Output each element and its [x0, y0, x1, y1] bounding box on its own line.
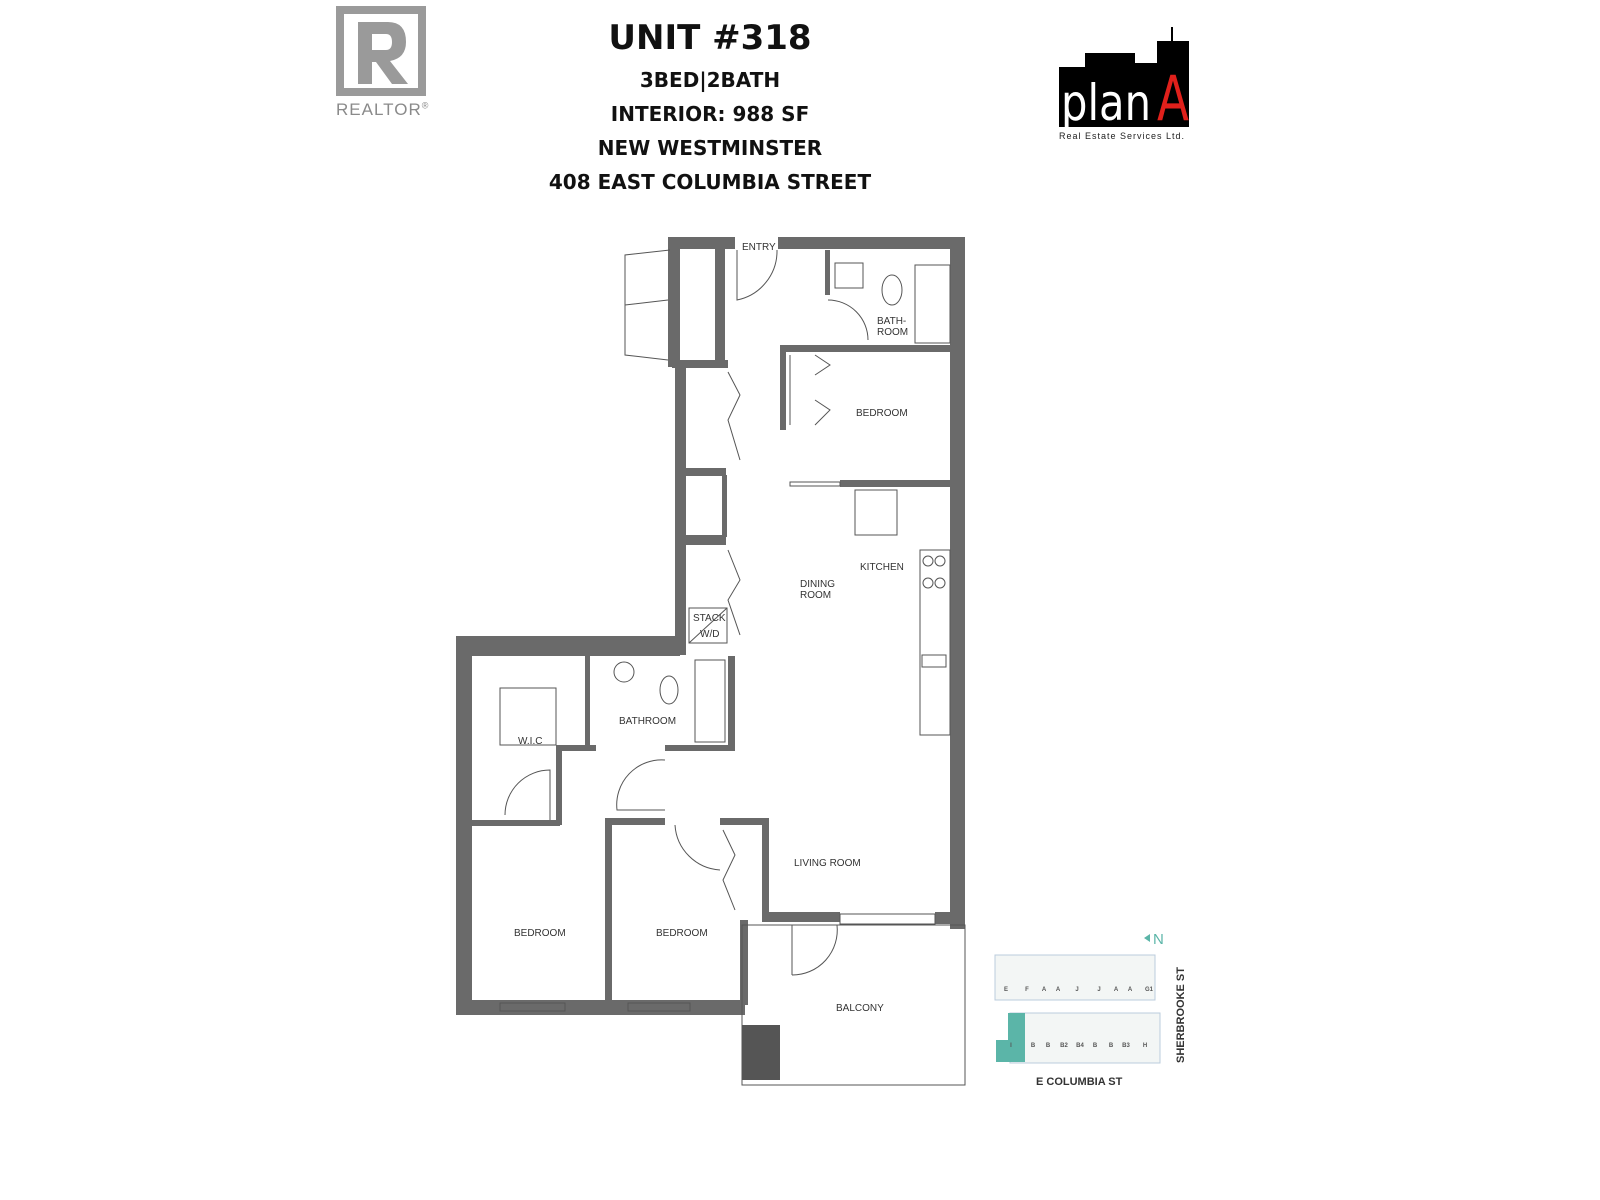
key-plan: N E F A A J J A A G1I B B B2 B4 B B B3 H E COLUMBIA ST S… [994, 931, 1187, 1088]
label-bedroom-3: BEDROOM [656, 928, 708, 939]
bed-bath: 3BED|2BATH [639, 68, 781, 92]
key-plan-unit: A [1042, 987, 1047, 993]
key-plan-unit: J [1097, 987, 1100, 993]
address: 408 EAST COLUMBIA STREET [548, 170, 872, 194]
realtor-mark: ® [421, 100, 430, 111]
label-bath-top-1: BATH- [877, 316, 906, 327]
north-label: N [1153, 931, 1164, 948]
room-labels: ENTRY BATH- ROOM BEDROOM KITCHEN DINING … [514, 242, 908, 1014]
label-entry: ENTRY [742, 242, 776, 253]
key-plan-unit: B3 [1122, 1043, 1130, 1049]
key-plan-unit: F [1025, 987, 1029, 993]
key-plan-unit: A [1128, 987, 1133, 993]
unit-highlight [996, 1013, 1025, 1062]
realtor-r-icon [336, 6, 426, 96]
unit-title: UNIT #318 [608, 18, 812, 58]
ac-unit [742, 1025, 780, 1080]
key-plan-unit: B [1031, 1043, 1036, 1049]
plana-skyline-icon: plan A [1059, 27, 1189, 135]
key-plan-unit: E [1004, 987, 1008, 993]
city: NEW WESTMINSTER [597, 136, 823, 160]
plana-accent: A [1157, 62, 1189, 130]
label-dining-2: ROOM [800, 590, 831, 601]
label-bedroom-1: BEDROOM [856, 408, 908, 419]
key-plan-unit: A [1114, 987, 1119, 993]
label-balcony: BALCONY [836, 1003, 884, 1014]
key-plan-unit: B4 [1076, 1043, 1084, 1049]
key-plan-unit: H [1143, 1043, 1147, 1049]
label-bedroom-2: BEDROOM [514, 928, 566, 939]
plana-tagline: Real Estate Services Ltd. [1059, 131, 1186, 141]
walls [456, 237, 965, 1015]
north-arrow-icon [1144, 934, 1150, 942]
windows-doors [499, 249, 966, 1086]
key-plan-unit: B [1109, 1043, 1114, 1049]
key-plan-unit: G1 [1145, 987, 1154, 993]
label-wic: W.I.C [518, 736, 542, 747]
key-plan-unit: B [1046, 1043, 1051, 1049]
key-plan-unit: B2 [1060, 1043, 1068, 1049]
realtor-text: REALTOR [336, 100, 422, 119]
key-plan-unit: I [1010, 1043, 1012, 1049]
plana-text: plan [1061, 74, 1151, 130]
label-bathroom: BATHROOM [619, 716, 676, 727]
key-plan-unit: B [1093, 1043, 1098, 1049]
label-dining-1: DINING [800, 579, 835, 590]
street-right: SHERBROOKE ST [1175, 967, 1187, 1063]
key-plan-unit: J [1075, 987, 1078, 993]
label-stack-1: STACK [693, 613, 726, 624]
realtor-logo: REALTOR® [336, 6, 429, 120]
label-kitchen: KITCHEN [860, 562, 904, 573]
label-bath-top-2: ROOM [877, 327, 908, 338]
street-bottom: E COLUMBIA ST [1036, 1076, 1123, 1088]
plana-logo: plan A Real Estate Services Ltd. [1055, 25, 1195, 141]
key-plan-unit: A [1056, 987, 1061, 993]
label-stack-2: W/D [700, 629, 719, 640]
interior-area: INTERIOR: 988 SF [610, 102, 810, 126]
label-living: LIVING ROOM [794, 858, 861, 869]
